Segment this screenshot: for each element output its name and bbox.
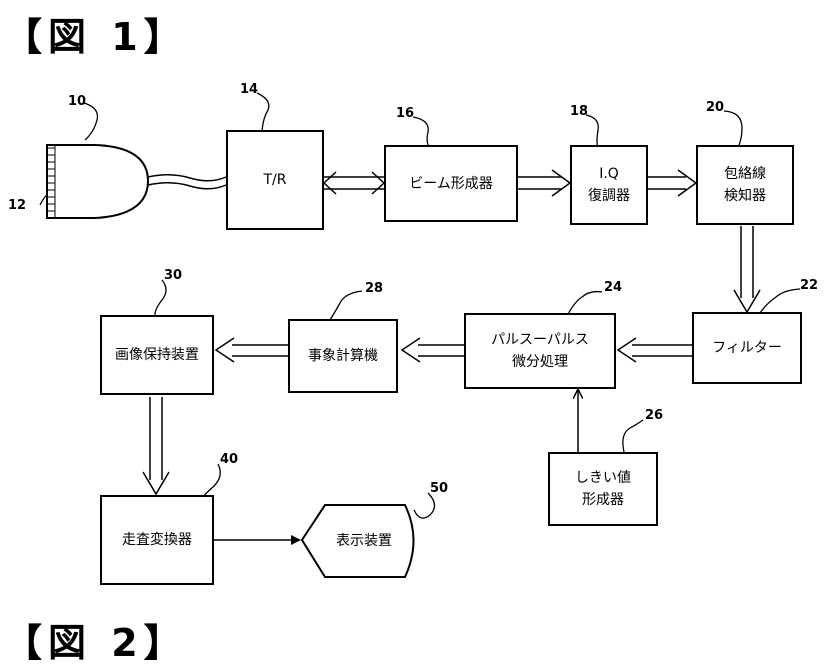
ref-40: 40 xyxy=(220,452,238,467)
scan-converter-block: 走査変換器 xyxy=(100,495,214,585)
ref-28: 28 xyxy=(365,281,383,296)
ref-12: 12 xyxy=(8,198,26,213)
ref-24: 24 xyxy=(604,280,622,295)
ref-26: 26 xyxy=(645,408,663,423)
event-calculator-block: 事象計算機 xyxy=(288,319,398,393)
beamformer-block: ビーム形成器 xyxy=(384,145,518,222)
envelope-detector-block: 包絡線 検知器 xyxy=(696,145,794,225)
display-label: 表示装置 xyxy=(318,530,410,550)
ref-20: 20 xyxy=(706,100,724,115)
ref-10: 10 xyxy=(68,94,86,109)
ref-30: 30 xyxy=(164,268,182,283)
threshold-generator-block: しきい値 形成器 xyxy=(548,452,658,526)
ref-14: 14 xyxy=(240,82,258,97)
ref-16: 16 xyxy=(396,106,414,121)
pulse-differential-block: パルスーパルス 微分処理 xyxy=(464,313,616,389)
tr-block: T/R xyxy=(226,130,324,230)
double-arrow-hold-scan xyxy=(143,397,169,494)
ref-18: 18 xyxy=(570,104,588,119)
filter-block: フィルター xyxy=(692,312,802,384)
iq-demodulator-block: I.Q 復調器 xyxy=(570,145,648,225)
ref-50: 50 xyxy=(430,481,448,496)
transducer-probe xyxy=(47,145,226,218)
double-arrow-envelope-filter xyxy=(734,226,760,312)
image-hold-block: 画像保持装置 xyxy=(100,315,214,395)
ref-22: 22 xyxy=(800,278,818,293)
